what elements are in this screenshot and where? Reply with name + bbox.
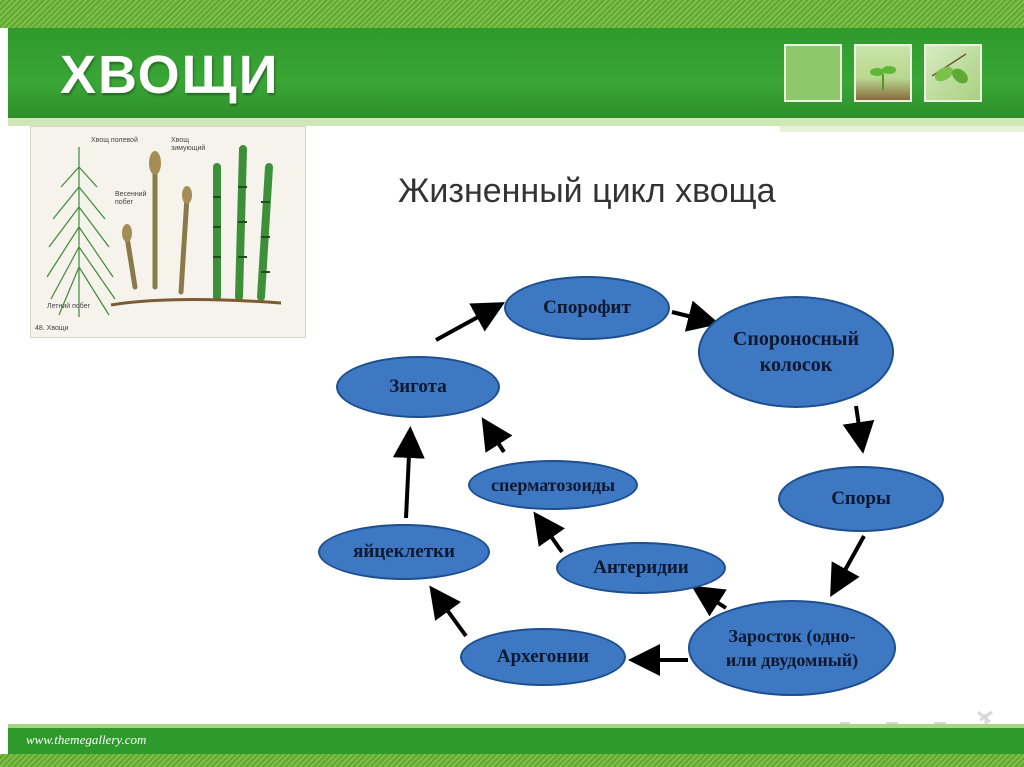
arrow-spikelet-to-spores <box>842 405 875 454</box>
label-winter-horsetail: Хвощ зимующий <box>171 137 206 152</box>
node-spores: Споры <box>778 466 944 532</box>
horsetail-illustration: Хвощ полевой Хвощ зимующий Весенний побе… <box>30 126 306 338</box>
arrow-sporophyte-to-spikelet <box>671 300 720 332</box>
node-archegonia: Архегонии <box>460 628 626 686</box>
node-spore-spikelet: Спороносный колосок <box>698 296 894 408</box>
title-underline-accent <box>780 126 1024 132</box>
label-summer-shoot: Летний побег <box>47 303 91 310</box>
arrow-sperm-to-zygote <box>481 417 513 454</box>
sprout-icon <box>870 66 896 90</box>
label-field-horsetail: Хвощ полевой <box>91 137 138 144</box>
footer-stripes <box>0 754 1024 767</box>
arrow-eggs-to-zygote <box>392 426 425 519</box>
leaves-icon <box>931 53 968 84</box>
footer-bar <box>8 728 1024 754</box>
node-antheridia: Антеридии <box>556 542 726 594</box>
header-thumbnail-sprout <box>854 44 912 102</box>
illustration-caption: 48. Хвощи <box>35 325 69 332</box>
arrow-spores-to-prothallus <box>830 535 866 597</box>
arrow-prothallus-to-antheridia <box>691 585 728 617</box>
node-zygote: Зигота <box>336 356 500 418</box>
node-sperm: сперматозоиды <box>468 460 638 510</box>
arrow-antheridia-to-sperm <box>533 511 565 554</box>
header-thumbnail-plain <box>784 44 842 102</box>
label-spring-shoot: Весенний побег <box>115 191 147 206</box>
header-thumbnail-leaves <box>924 44 982 102</box>
diagram-title: Жизненный цикл хвоща <box>398 172 776 210</box>
node-eggs: яйцеклетки <box>318 524 490 580</box>
arrow-archegonia-to-eggs <box>429 585 468 638</box>
footer-url[interactable]: www.themegallery.com <box>26 732 147 747</box>
horsetail-drawing <box>46 145 282 317</box>
title-underline <box>8 118 1024 126</box>
arrow-zygote-to-sporophyte <box>435 302 506 342</box>
node-sporophyte: Спорофит <box>504 276 670 340</box>
slide-title: ХВОЩИ <box>60 45 280 105</box>
footer-accent-bar <box>8 724 1024 728</box>
node-prothallus: Заросток (одно- или двудомный) <box>688 600 896 696</box>
header-stripes <box>0 0 1024 28</box>
